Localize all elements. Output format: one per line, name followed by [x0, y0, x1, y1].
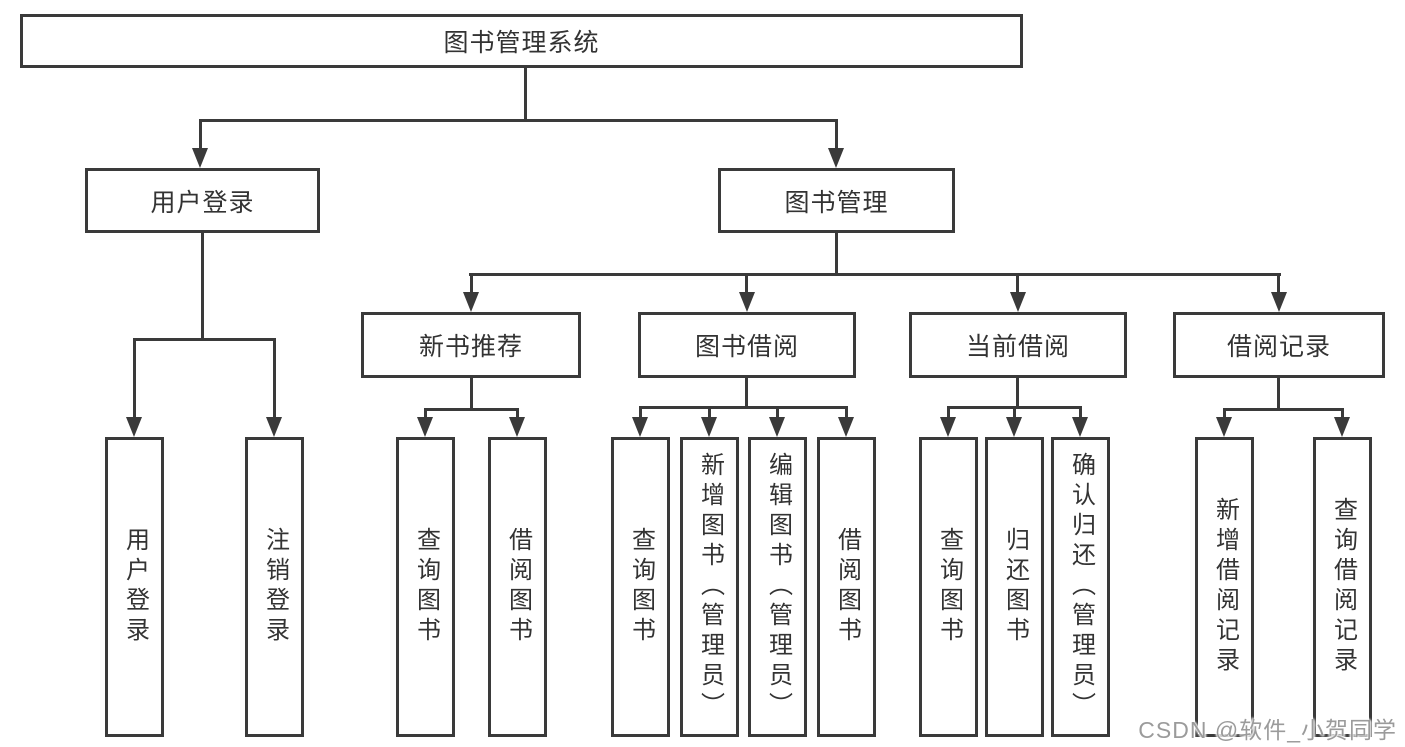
connector-line — [133, 338, 276, 341]
leaf-label: 注销登录 — [261, 527, 289, 647]
arrow-down-icon — [192, 148, 208, 168]
node-label: 图书借阅 — [694, 333, 799, 361]
arrow-down-icon — [838, 417, 854, 437]
leaf-query-borrow-record: 查询借阅记录 — [1313, 437, 1372, 737]
leaf-add-borrow-record: 新增借阅记录 — [1195, 437, 1254, 737]
connector-line — [469, 273, 1281, 276]
connector-line — [1013, 406, 1016, 419]
connector-line — [1277, 273, 1280, 294]
connector-line — [835, 119, 838, 150]
node-label: 图书管理 — [784, 188, 889, 217]
leaf-borrow-books: 借阅图书 — [817, 437, 876, 737]
arrow-down-icon — [701, 417, 717, 437]
connector-line — [201, 233, 204, 338]
leaf-add-books-admin: 新增图书（管理员） — [680, 437, 739, 737]
arrow-down-icon — [632, 417, 648, 437]
node-library-management-system: 图书管理系统 — [20, 14, 1023, 68]
connector-line — [1341, 408, 1344, 419]
leaf-query-books-recommend: 查询图书 — [396, 437, 455, 737]
arrow-down-icon — [1334, 417, 1350, 437]
connector-line — [639, 406, 847, 409]
leaf-label: 查询图书 — [935, 527, 963, 647]
connector-line — [835, 233, 838, 273]
node-label: 图书管理系统 — [443, 29, 600, 57]
leaf-label: 新增借阅记录 — [1211, 497, 1239, 677]
connector-line — [1016, 273, 1019, 294]
connector-line — [947, 406, 950, 419]
arrow-down-icon — [1006, 417, 1022, 437]
node-book-borrowing: 图书借阅 — [638, 312, 856, 378]
leaf-label: 借阅图书 — [833, 527, 861, 647]
arrow-down-icon — [828, 148, 844, 168]
arrow-down-icon — [463, 292, 479, 312]
leaf-label: 查询借阅记录 — [1329, 497, 1357, 677]
connector-line — [845, 406, 848, 419]
connector-line — [1016, 378, 1019, 406]
connector-line — [1277, 378, 1280, 408]
leaf-label: 查询图书 — [627, 527, 655, 647]
leaf-label: 确认归还（管理员） — [1067, 452, 1095, 722]
leaf-label: 新增图书（管理员） — [696, 452, 724, 722]
arrow-down-icon — [769, 417, 785, 437]
leaf-label: 编辑图书（管理员） — [764, 452, 792, 722]
connector-line — [470, 378, 473, 408]
connector-line — [516, 408, 519, 419]
node-label: 新书推荐 — [418, 333, 523, 361]
leaf-label: 借阅图书 — [504, 527, 532, 647]
connector-line — [199, 119, 202, 150]
arrow-down-icon — [1216, 417, 1232, 437]
arrow-down-icon — [1072, 417, 1088, 437]
connector-line — [524, 68, 527, 119]
node-label: 用户登录 — [150, 188, 255, 217]
connector-line — [199, 119, 838, 122]
connector-line — [745, 273, 748, 294]
arrow-down-icon — [739, 292, 755, 312]
connector-line — [424, 408, 427, 419]
arrow-down-icon — [1010, 292, 1026, 312]
connector-line — [273, 338, 276, 419]
connector-line — [1223, 408, 1226, 419]
arrow-down-icon — [940, 417, 956, 437]
node-book-management: 图书管理 — [718, 168, 955, 233]
arrow-down-icon — [1271, 292, 1287, 312]
connector-line — [1079, 406, 1082, 419]
leaf-confirm-return-admin: 确认归还（管理员） — [1051, 437, 1110, 737]
connector-line — [745, 378, 748, 406]
arrow-down-icon — [509, 417, 525, 437]
node-new-book-recommendation: 新书推荐 — [361, 312, 581, 378]
leaf-query-books-borrow: 查询图书 — [611, 437, 670, 737]
connector-line — [470, 273, 473, 294]
leaf-return-books: 归还图书 — [985, 437, 1044, 737]
node-borrowing-records: 借阅记录 — [1173, 312, 1385, 378]
leaf-logout: 注销登录 — [245, 437, 304, 737]
connector-line — [1223, 408, 1344, 411]
connector-line — [424, 408, 519, 411]
csdn-watermark: CSDN @软件_小贺同学 — [1138, 717, 1397, 743]
leaf-query-books-current: 查询图书 — [919, 437, 978, 737]
node-user-login: 用户登录 — [85, 168, 320, 233]
arrow-down-icon — [417, 417, 433, 437]
connector-line — [776, 406, 779, 419]
leaf-user-login: 用户登录 — [105, 437, 164, 737]
connector-line — [133, 338, 136, 419]
node-label: 借阅记录 — [1226, 333, 1331, 361]
leaf-label: 用户登录 — [121, 527, 149, 647]
node-label: 当前借阅 — [965, 333, 1070, 361]
arrow-down-icon — [266, 417, 282, 437]
leaf-label: 查询图书 — [412, 527, 440, 647]
connector-line — [639, 406, 642, 419]
leaf-borrow-books-recommend: 借阅图书 — [488, 437, 547, 737]
connector-line — [708, 406, 711, 419]
node-current-borrowing: 当前借阅 — [909, 312, 1127, 378]
leaf-label: 归还图书 — [1001, 527, 1029, 647]
leaf-edit-books-admin: 编辑图书（管理员） — [748, 437, 807, 737]
arrow-down-icon — [126, 417, 142, 437]
